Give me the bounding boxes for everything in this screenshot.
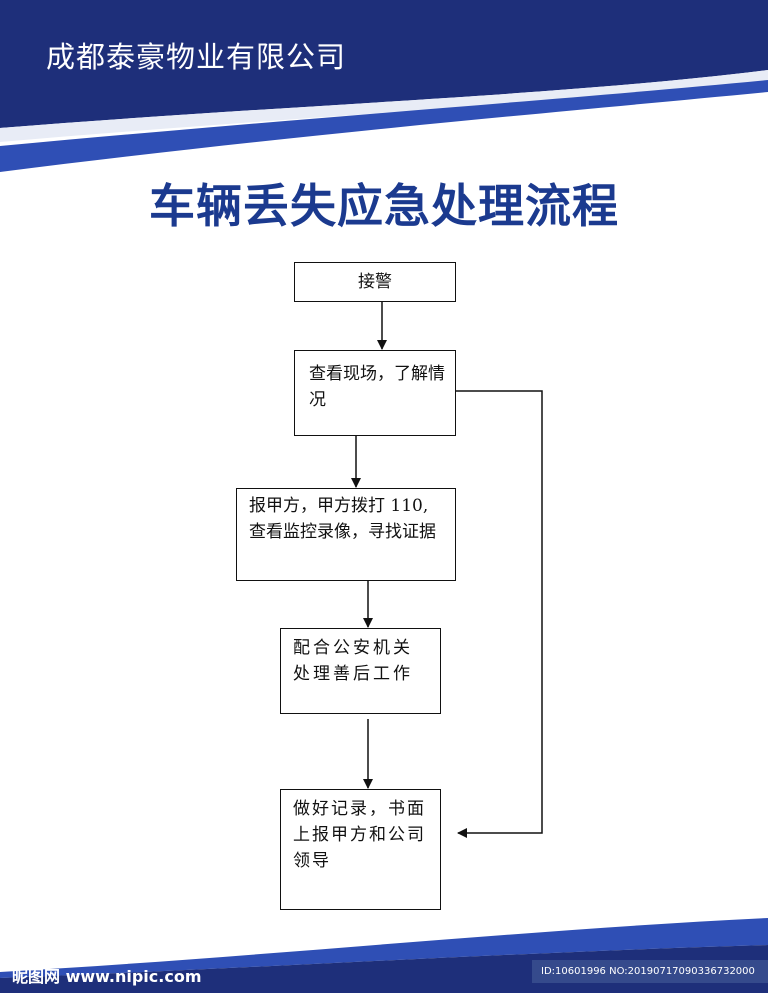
flow-step-text: 查看现场，了解情况	[309, 364, 445, 410]
flow-step-text: 报甲方，甲方拨打 110,查看监控录像，寻找证据	[249, 496, 436, 542]
footer-swoosh	[0, 918, 768, 978]
header-band	[0, 0, 768, 128]
flow-step-inspect-scene: 查看现场，了解情况	[294, 350, 456, 436]
flow-step-record-report: 做好记录，书面上报甲方和公司领导	[280, 789, 441, 910]
flow-step-text: 接警	[358, 272, 392, 292]
page-title: 车辆丢失应急处理流程	[149, 179, 619, 233]
arrow-step2-step5-bypass	[456, 390, 543, 838]
company-name: 成都泰豪物业有限公司	[46, 40, 347, 74]
flow-step-report-client: 报甲方，甲方拨打 110,查看监控录像，寻找证据	[236, 488, 456, 581]
watermark-logo: 昵图网 www.nipic.com	[12, 967, 202, 986]
header-swoosh	[0, 80, 768, 172]
watermark-id: ID:10601996 NO:20190717090336732000	[541, 966, 755, 977]
flow-step-text: 配合公安机关处理善后工作	[293, 638, 413, 684]
flow-step-assist-police: 配合公安机关处理善后工作	[280, 628, 441, 714]
flow-step-text: 做好记录，书面上报甲方和公司领导	[293, 799, 426, 871]
flow-step-receive-alarm: 接警	[294, 262, 456, 302]
header-light-stripe	[0, 70, 768, 142]
watermark-id-strip	[532, 960, 768, 983]
